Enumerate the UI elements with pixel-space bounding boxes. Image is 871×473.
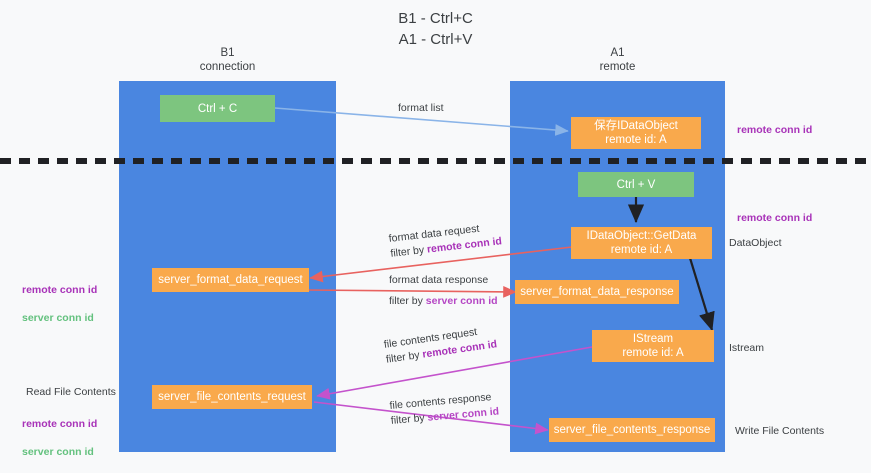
node-istream[interactable]: IStream remote id: A — [592, 330, 714, 362]
filter-prefix: filter by — [385, 348, 424, 366]
filter-prefix: filter by — [389, 243, 428, 260]
side-label-dataobject: DataObject — [729, 237, 782, 249]
node-ctrl-v[interactable]: Ctrl + V — [578, 172, 694, 197]
edge-label-format-data-response-line2: filter by server conn id — [389, 294, 498, 309]
node-save-idataobject[interactable]: 保存IDataObject remote id: A — [571, 117, 701, 149]
side-label-right-top-remote-conn-id: remote conn id — [737, 124, 813, 136]
node-server-format-data-response[interactable]: server_format_data_response — [515, 280, 679, 304]
side-label-left-conn-ids: remote conn id server conn id — [22, 269, 97, 339]
side-label-right-mid-remote-conn-id: remote conn id — [737, 212, 813, 224]
page-title: B1 - Ctrl+C A1 - Ctrl+V — [398, 10, 473, 48]
edge-label-format-data-request: format data request filter by remote con… — [388, 219, 503, 261]
node-ctrl-c[interactable]: Ctrl + C — [160, 95, 275, 122]
edge-label-format-data-response: format data response filter by server co… — [389, 273, 498, 309]
filter-key-server-conn-id: server conn id — [425, 295, 498, 307]
filter-prefix: filter by — [389, 295, 426, 307]
edge-label-format-data-response-line1: format data response — [389, 274, 489, 286]
side-label-remote-conn-id: remote conn id — [22, 284, 98, 296]
edge-label-format-list: format list — [398, 102, 444, 114]
side-label-read-file-contents: Read File Contents — [26, 386, 116, 398]
node-idataobject-getdata[interactable]: IDataObject::GetData remote id: A — [571, 227, 712, 259]
side-label-remote-conn-id: remote conn id — [22, 418, 98, 430]
edge-label-file-contents-request: file contents request filter by remote c… — [383, 322, 498, 367]
side-label-istream: Istream — [729, 342, 765, 354]
node-server-file-contents-response[interactable]: server_file_contents_response — [549, 418, 715, 442]
column-header-a1: A1 remote — [599, 47, 636, 73]
side-label-server-conn-id: server conn id — [22, 312, 94, 324]
node-server-format-data-request[interactable]: server_format_data_request — [152, 268, 309, 292]
node-server-file-contents-request[interactable]: server_file_contents_request — [152, 385, 312, 409]
side-label-server-conn-id: server conn id — [22, 446, 94, 458]
side-label-left-low-conn-ids: remote conn id server conn id — [22, 403, 97, 473]
filter-prefix: filter by — [390, 411, 429, 427]
column-header-b1: B1 connection — [199, 47, 256, 73]
side-label-write-file-contents: Write File Contents — [735, 425, 825, 437]
edge-label-file-contents-response: file contents response filter by server … — [389, 390, 500, 429]
